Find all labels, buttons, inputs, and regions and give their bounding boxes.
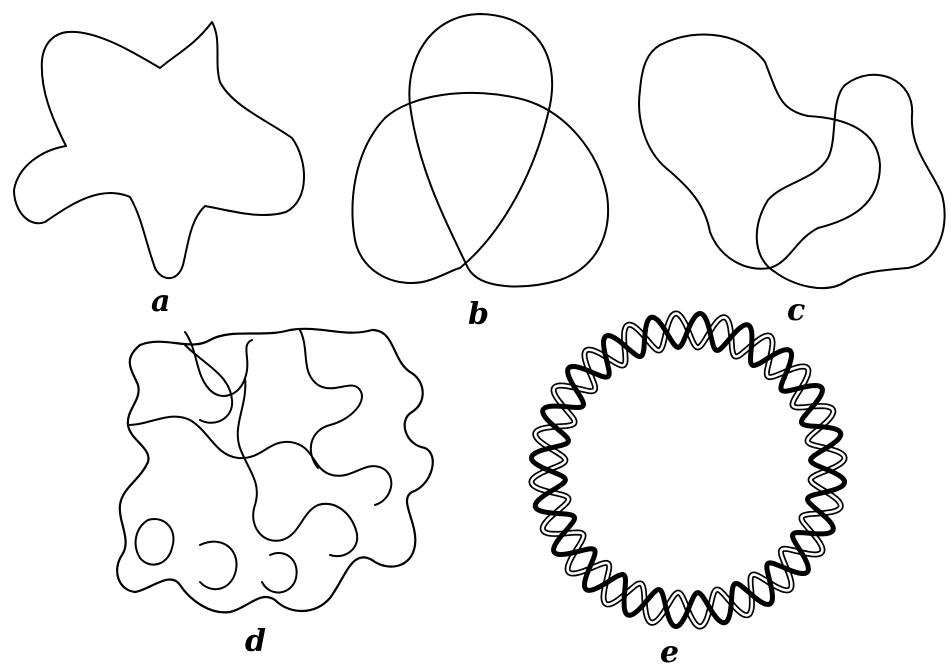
panel-label-a: a: [151, 287, 170, 317]
ring-c-left: [639, 34, 880, 268]
loop-a: [14, 22, 304, 278]
ring-c-right: [757, 75, 945, 288]
tangle-d-inner-3: [136, 345, 297, 593]
panel-b-trefoil-knot: [353, 14, 609, 286]
tangle-d-inner-2: [128, 330, 391, 505]
panel-e-supercoiled-ring: [532, 314, 845, 627]
knot-b: [353, 14, 609, 286]
panel-label-d: d: [245, 627, 266, 657]
strand-e-hollow-core: [532, 314, 845, 627]
strand-e-solid: [532, 314, 845, 627]
panel-label-c: c: [787, 296, 805, 326]
panel-a-relaxed-loop: [14, 22, 304, 278]
panel-d-tangled-loop: [117, 329, 433, 613]
panel-label-e: e: [660, 638, 679, 668]
panel-label-b: b: [468, 300, 489, 330]
panel-c-catenane: [639, 34, 945, 288]
strand-e-hollow-outline: [532, 314, 845, 627]
